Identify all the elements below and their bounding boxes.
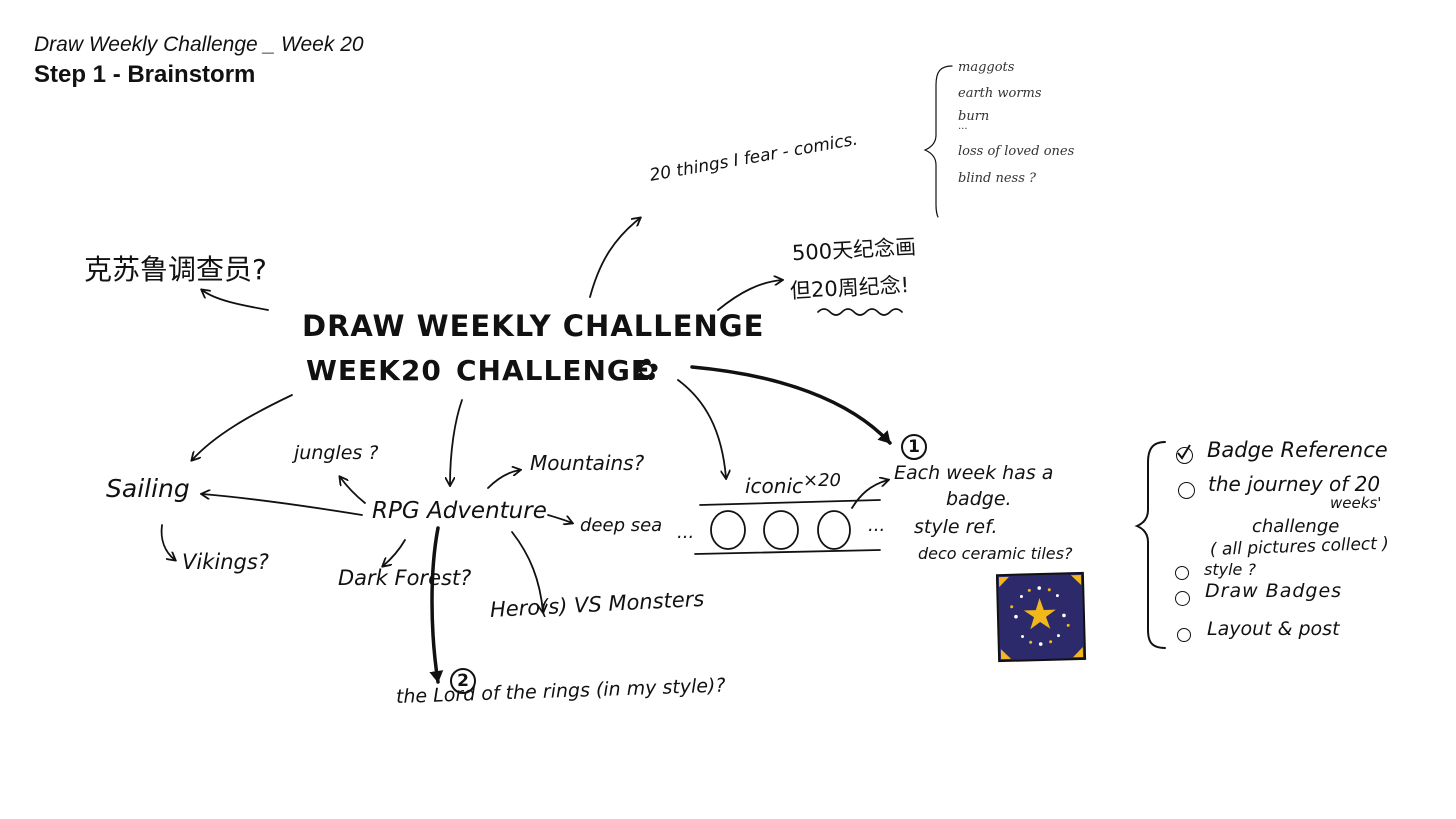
iconic-badge-circle	[818, 511, 850, 549]
node-jungles: jungles ?	[294, 444, 378, 463]
node-style-ref: style ref.	[914, 518, 998, 537]
ellipsis: ...	[868, 517, 885, 535]
arrow-rpg-to-jungles	[340, 477, 365, 503]
ellipsis: ...	[677, 524, 694, 542]
central-title-challenge: CHALLENGE	[456, 357, 651, 385]
node-rpg-adventure: RPG Adventure	[372, 500, 547, 523]
arrow-rpg-to-deep-sea	[548, 515, 572, 523]
node-deep-sea: deep sea	[580, 517, 662, 535]
fear-item: blind ness ?	[958, 172, 1036, 185]
node-badge-note-line-1: Each week has a	[894, 464, 1053, 483]
fear-item: loss of loved ones	[958, 145, 1074, 158]
checklist-checkbox[interactable]	[1175, 566, 1189, 580]
checklist-checkbox[interactable]	[1175, 591, 1190, 606]
arrow-rpg-to-mountains	[488, 470, 520, 488]
iconic-bottom-line	[695, 550, 880, 554]
arrow-to-anniversary	[718, 280, 782, 310]
checklist-item-journey-challenge: challenge	[1252, 518, 1339, 536]
arrow-to-cthulhu	[202, 290, 268, 310]
flower-icon: ✿	[634, 356, 659, 386]
node-vikings: Vikings?	[182, 552, 269, 573]
checklist-item-style: style ?	[1204, 562, 1256, 578]
node-cthulhu-investigator: 克苏鲁调查员?	[84, 256, 267, 284]
iconic-badge-circle	[711, 511, 745, 549]
ceramic-tile-image	[996, 570, 1088, 664]
fear-item: ...	[958, 122, 968, 132]
node-iconic-times-twenty: ×20	[803, 472, 841, 490]
node-deco-ceramic-tiles: deco ceramic tiles?	[918, 546, 1072, 562]
iconic-top-line	[700, 500, 880, 505]
central-title-week: WEEK20	[306, 357, 442, 385]
central-title-line-1: DRAW WEEKLY CHALLENGE	[302, 312, 764, 341]
node-badge-note-line-2: badge.	[946, 490, 1012, 509]
arrow-to-iconic	[678, 380, 726, 478]
checklist-checkbox[interactable]	[1177, 628, 1191, 642]
arrow-sailing-to-vikings	[162, 525, 175, 560]
arrow-rpg-to-dark-forest	[383, 540, 405, 566]
node-mountains: Mountains?	[530, 453, 644, 473]
checklist-item-journey-weeks: weeks'	[1330, 496, 1381, 511]
arrow-rpg-to-sailing	[202, 494, 362, 515]
bold-arrow-to-step-1	[692, 367, 890, 443]
checkmark-icon	[1175, 444, 1192, 461]
arrow-to-fear	[590, 218, 640, 297]
fear-item: earth worms	[958, 87, 1042, 100]
arrow-iconic-to-badge	[852, 480, 888, 508]
node-dark-forest: Dark Forest?	[338, 568, 471, 589]
bold-arrow-to-step-2	[432, 528, 438, 682]
node-sailing: Sailing	[106, 476, 190, 501]
checklist-item-draw-badges: Draw Badges	[1205, 582, 1342, 601]
checklist-checkbox-checked[interactable]	[1176, 447, 1193, 464]
checklist-brace	[1137, 442, 1165, 648]
arrow-to-sailing	[192, 395, 292, 460]
checklist-item-badge-reference: Badge Reference	[1207, 440, 1388, 461]
anniversary-underline-squiggle	[818, 309, 902, 315]
iconic-badge-circle	[764, 511, 798, 549]
arrow-to-rpg	[450, 400, 462, 485]
checklist-item-layout-post: Layout & post	[1207, 620, 1340, 639]
fear-item: maggots	[958, 61, 1014, 74]
node-iconic: iconic	[745, 476, 803, 496]
checklist-item-journey: the journey of 20	[1208, 474, 1380, 494]
step-marker-2: 2	[450, 668, 476, 694]
checklist-checkbox[interactable]	[1178, 482, 1195, 499]
fear-list-brace	[925, 66, 952, 217]
step-marker-1: 1	[901, 434, 927, 460]
